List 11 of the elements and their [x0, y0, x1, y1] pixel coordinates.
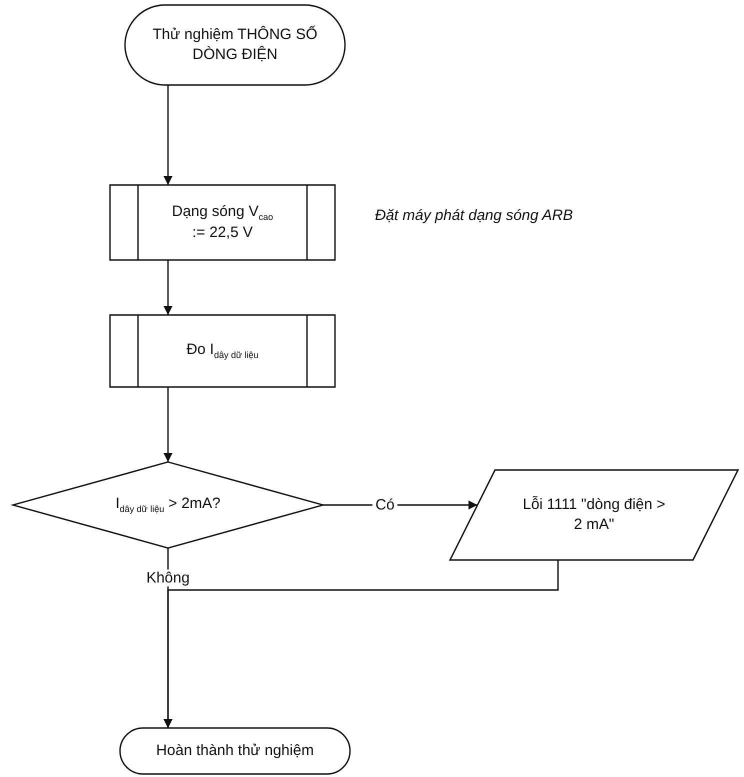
- node-text: Hoàn thành thử nghiệm: [156, 740, 314, 761]
- node-text: Thử nghiệm THÔNG SỐ DÒNG ĐIỆN: [152, 24, 318, 65]
- arrow: [164, 560, 559, 728]
- arrow: [164, 260, 172, 315]
- arrow: [164, 387, 172, 462]
- node-text: I$_{dây dữ liệu}$ > 2mA?: [115, 494, 220, 516]
- arrow: [164, 85, 172, 185]
- node-text: Đo I$_{dây dữ liệu}$: [186, 340, 259, 362]
- node-text: Dạng sóng V$_{cao}$ := 22,5 V: [170, 202, 274, 243]
- annotation-text: Đặt máy phát dạng sóng ARB: [375, 207, 573, 224]
- node-text: Lỗi 1111 "dòng điện > 2 mA": [522, 494, 666, 535]
